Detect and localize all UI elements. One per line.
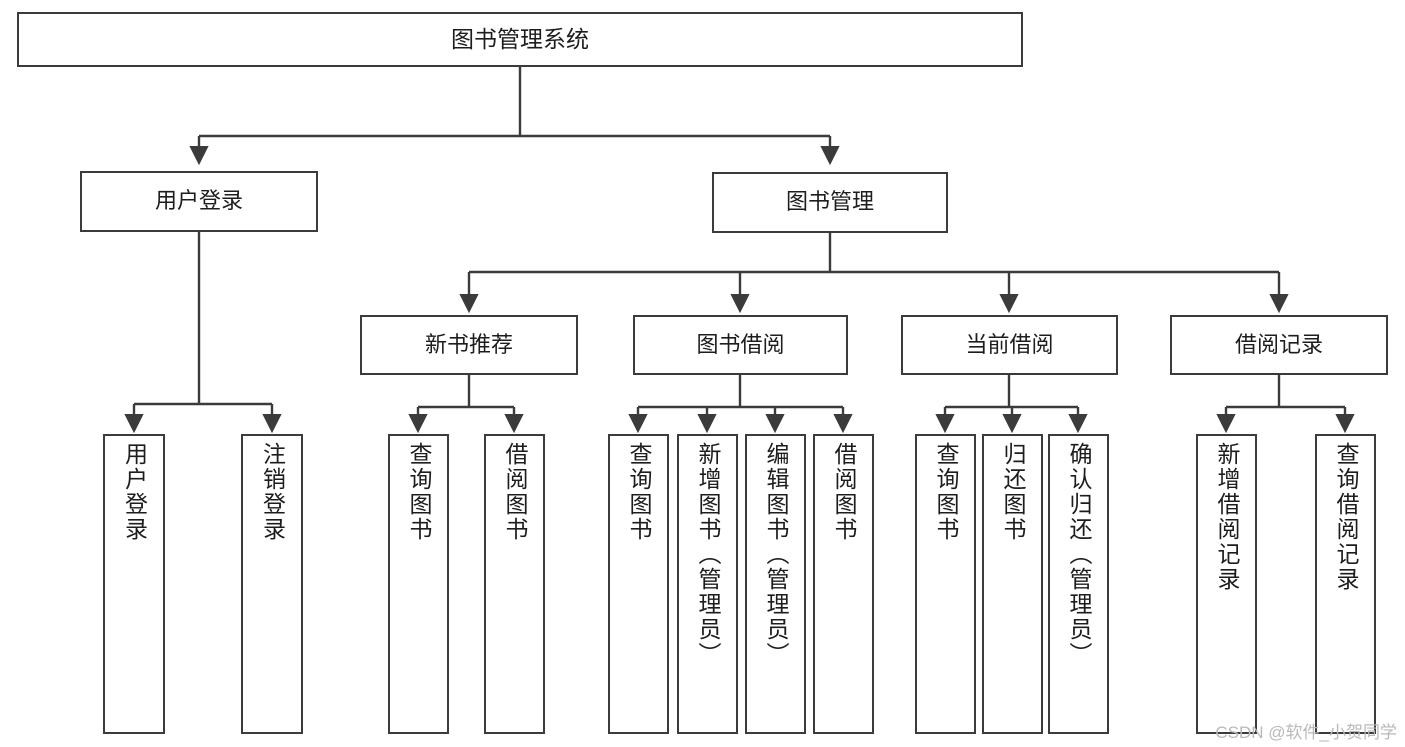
node-label: 确认归还（管理员）	[1066, 442, 1092, 667]
node-borrow-record[interactable]: 借阅记录	[1170, 315, 1388, 375]
leaf-logout-login[interactable]: 注销登录	[241, 434, 303, 734]
leaf-query-book-borrow[interactable]: 查询图书	[608, 434, 669, 734]
leaf-edit-book-admin[interactable]: 编辑图书（管理员）	[745, 434, 806, 734]
node-book-borrow[interactable]: 图书借阅	[633, 315, 848, 375]
node-book-management[interactable]: 图书管理	[712, 172, 948, 233]
leaf-borrow-book[interactable]: 借阅图书	[813, 434, 874, 734]
node-label: 图书管理	[785, 189, 874, 215]
node-label: 新书推荐	[424, 331, 513, 357]
leaf-borrow-book-recommend[interactable]: 借阅图书	[484, 434, 545, 734]
node-root-book-management-system[interactable]: 图书管理系统	[17, 12, 1023, 67]
node-label: 借阅图书	[831, 442, 857, 542]
leaf-return-book[interactable]: 归还图书	[982, 434, 1043, 734]
leaf-query-book-current[interactable]: 查询图书	[915, 434, 976, 734]
node-label: 查询图书	[626, 442, 652, 542]
node-label: 查询借阅记录	[1333, 442, 1359, 592]
leaf-add-book-admin[interactable]: 新增图书（管理员）	[677, 434, 738, 734]
node-label: 当前借阅	[965, 331, 1054, 357]
node-label: 图书管理系统	[451, 25, 589, 52]
node-new-book-recommend[interactable]: 新书推荐	[360, 315, 578, 375]
leaf-confirm-return-admin[interactable]: 确认归还（管理员）	[1048, 434, 1109, 734]
watermark: CSDN @软件_小贺同学	[1215, 723, 1397, 742]
node-label: 新增图书（管理员）	[695, 442, 721, 667]
node-label: 归还图书	[1000, 442, 1026, 542]
leaf-query-borrow-record[interactable]: 查询借阅记录	[1315, 434, 1376, 734]
leaf-add-borrow-record[interactable]: 新增借阅记录	[1196, 434, 1257, 734]
leaf-query-book-recommend[interactable]: 查询图书	[388, 434, 449, 734]
node-label: 查询图书	[406, 442, 432, 542]
node-label: 注销登录	[259, 442, 286, 542]
node-label: 借阅图书	[502, 442, 528, 542]
leaf-user-login[interactable]: 用户登录	[103, 434, 165, 734]
node-label: 新增借阅记录	[1214, 442, 1240, 592]
node-label: 用户登录	[121, 442, 148, 542]
node-label: 图书借阅	[696, 331, 785, 357]
node-label: 查询图书	[933, 442, 959, 542]
node-current-borrow[interactable]: 当前借阅	[901, 315, 1118, 375]
node-user-login[interactable]: 用户登录	[80, 171, 318, 232]
node-label: 编辑图书（管理员）	[763, 442, 789, 667]
node-label: 用户登录	[154, 188, 243, 214]
node-label: 借阅记录	[1234, 331, 1323, 357]
